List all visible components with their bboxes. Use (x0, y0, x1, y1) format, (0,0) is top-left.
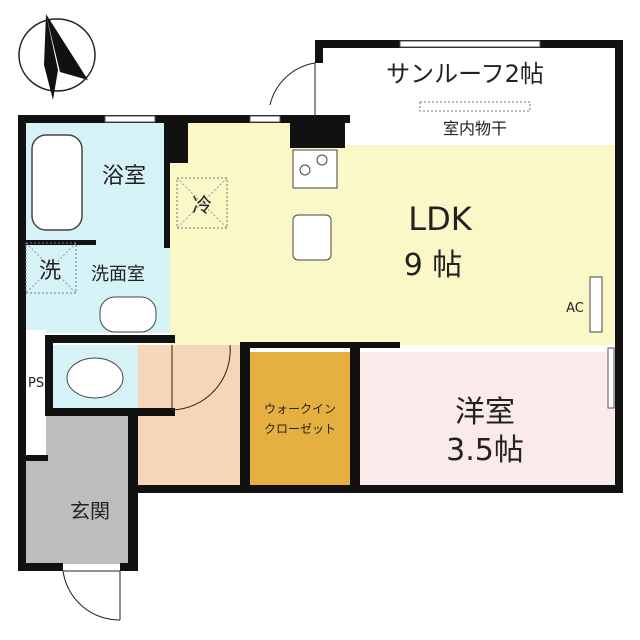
washroom-label: 洗面室 (91, 264, 145, 285)
entrance-label: 玄関 (70, 499, 110, 523)
sunroom-door-icon[interactable] (269, 62, 316, 118)
ldk-label: LDK (408, 200, 472, 238)
toilet-icon (66, 357, 124, 399)
stove-icon (299, 164, 311, 176)
bathtub-icon (31, 134, 83, 231)
ldk-size: 9 帖 (404, 248, 463, 283)
sunroom-note: 室内物干 (443, 119, 507, 138)
sink-icon (292, 214, 332, 261)
sunroom-label: サンルーフ2帖 (386, 60, 544, 88)
entrance-door-icon[interactable] (62, 570, 121, 621)
wic-label-1: ウォークイン (264, 402, 336, 416)
toilet-door-icon[interactable] (171, 344, 231, 411)
western-room-label: 洋室 (455, 395, 515, 430)
fridge-label: 冷 (192, 193, 212, 217)
washer-label: 洗 (39, 259, 61, 284)
western-room-size: 3.5帖 (446, 433, 524, 468)
fridge-space (176, 177, 228, 229)
western-room-area (360, 352, 615, 485)
ldk-area (170, 123, 615, 345)
washer-space (25, 242, 77, 294)
north-arrow-icon (18, 14, 96, 100)
wic-label-2: クローゼット (264, 422, 336, 436)
washbasin-icon (99, 296, 157, 333)
ps-label: PS (28, 376, 44, 391)
wic-area (250, 352, 350, 485)
bath-label: 浴室 (102, 164, 146, 189)
ac-label: AC (566, 301, 584, 316)
